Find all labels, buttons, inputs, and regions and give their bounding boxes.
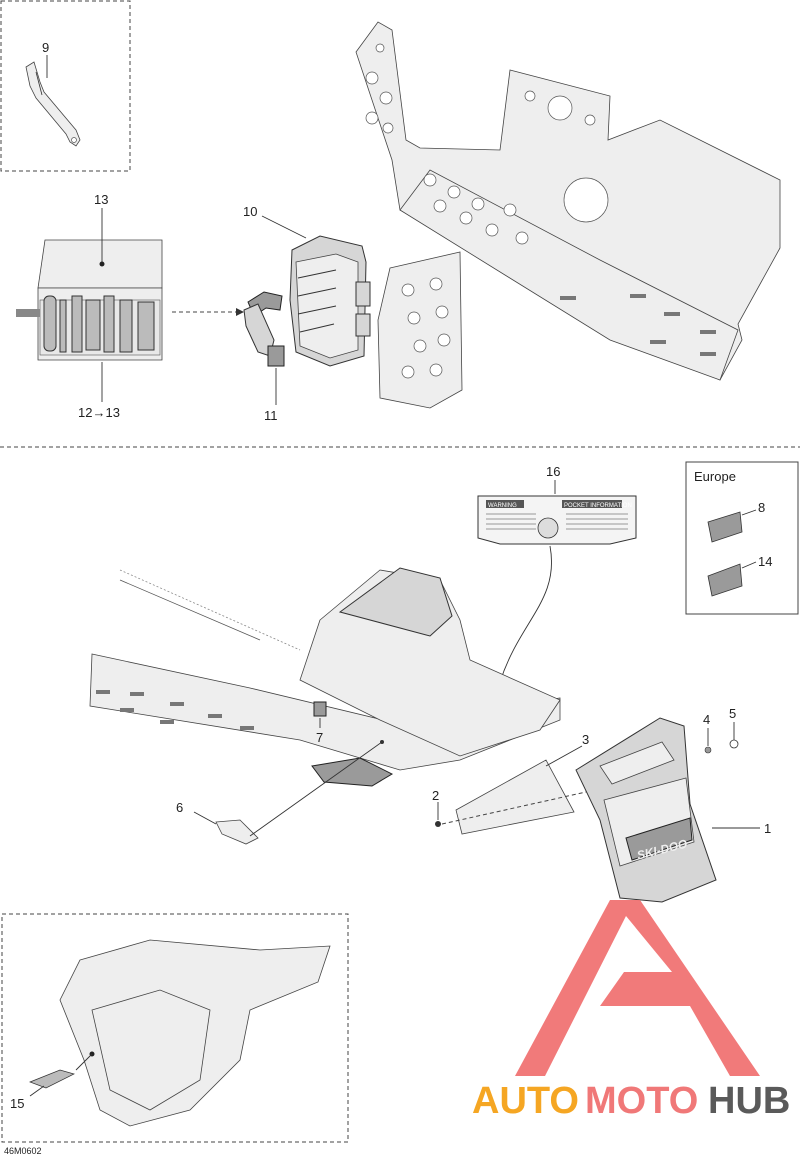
europe-inset-box: Europe [685, 461, 799, 615]
tool-wrench-9 [25, 61, 81, 147]
callout-16: 16 [546, 464, 560, 479]
callout-14: 14 [758, 554, 772, 569]
callout-1: 1 [764, 821, 771, 836]
clip-7 [313, 701, 327, 717]
nut-5 [729, 739, 739, 749]
rivet-2 [435, 821, 441, 827]
decal-14 [707, 563, 743, 597]
callout-12-13: 12→13 [78, 405, 120, 420]
logo-text-moto: MOTO [585, 1080, 698, 1122]
automotohub-logo: AUTO MOTO HUB [472, 900, 790, 1122]
label-16-heading-left: WARNING [488, 503, 517, 509]
figure-code: 46M0602 [4, 1146, 42, 1156]
skid-plate-6 [215, 757, 394, 845]
callout-6: 6 [176, 800, 183, 815]
europe-label: Europe [694, 469, 736, 484]
toolkit-bag [16, 239, 163, 361]
callout-2: 2 [432, 788, 439, 803]
plate-3 [455, 759, 575, 835]
decal-8 [707, 511, 743, 543]
strap-11 [243, 291, 285, 367]
label-16: WARNING POCKET INFORMATION [477, 495, 637, 545]
callout-7: 7 [316, 730, 323, 745]
toolkit-tools [43, 295, 155, 353]
callout-8: 8 [758, 500, 765, 515]
label-16-heading-right: POCKET INFORMATION [564, 503, 632, 509]
callout-9: 9 [42, 40, 49, 55]
callout-11: 11 [264, 408, 278, 423]
snow-flap-1: SKI-DOO [575, 717, 717, 903]
logo-triangle-mark [515, 900, 760, 1076]
callout-15: 15 [10, 1096, 24, 1111]
decal-15 [29, 1069, 75, 1089]
callout-4: 4 [703, 712, 710, 727]
inset-box-item-15 [1, 913, 349, 1143]
lower-chassis-tunnel [89, 567, 561, 771]
upper-chassis-frame [355, 21, 781, 381]
callout-10: 10 [243, 204, 257, 219]
callout-13: 13 [94, 192, 108, 207]
label-16-emblem [537, 517, 559, 539]
washer-4 [704, 746, 712, 754]
callout-3: 3 [582, 732, 589, 747]
logo-text-hub: HUB [708, 1080, 790, 1122]
toolbox-10 [289, 235, 371, 367]
tool-box-bracket [377, 251, 463, 409]
inset-box-item-9 [0, 0, 131, 172]
logo-text-auto: AUTO [472, 1080, 579, 1122]
callout-5: 5 [729, 706, 736, 721]
